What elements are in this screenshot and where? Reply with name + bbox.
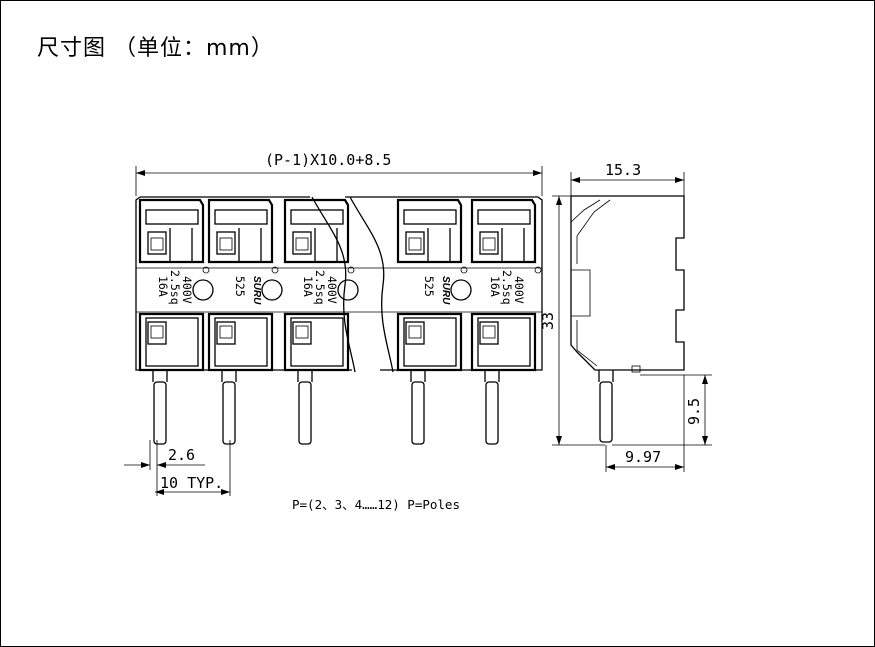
screw-window (479, 231, 499, 255)
terminal-lower-cell (138, 312, 205, 372)
pin-offset-dimension: 9.97 (605, 375, 685, 472)
terminal-top-slot (290, 209, 344, 225)
height-label: 33 (539, 312, 557, 330)
solder-pin (298, 381, 312, 445)
screw-head (150, 237, 164, 251)
rating-current: 16A (156, 276, 170, 297)
terminal-lower-cell (283, 312, 350, 372)
screw-window (479, 321, 499, 345)
pin-width-label: 2.6 (168, 446, 195, 464)
mounting-hole (261, 279, 283, 301)
terminal-lower-slot (477, 317, 531, 367)
screw-head (219, 325, 233, 339)
terminal-top-slot (477, 209, 531, 225)
terminal-lower-slot (403, 317, 457, 367)
terminal-lower-slot (145, 317, 199, 367)
screw-window (292, 231, 312, 255)
rating-wire-size: 2.5sq (168, 270, 182, 305)
rating-voltage: 400V (325, 276, 339, 304)
screw-window (216, 231, 236, 255)
terminal-lower-slot (290, 317, 344, 367)
terminal-upper-cell (207, 198, 274, 264)
pitch-label: 10 TYP. (160, 474, 223, 492)
solder-pin (485, 381, 499, 445)
side-depth-dimension: 15.3 (570, 161, 685, 196)
mounting-hole (450, 279, 472, 301)
pitch-dimension: 10 TYP. (155, 440, 231, 496)
brand-logo-text: SURU (251, 276, 262, 305)
break-line-2 (349, 196, 394, 373)
terminal-upper-cell (138, 198, 205, 264)
side-view (570, 195, 685, 443)
pin-offset-label: 9.97 (625, 448, 661, 466)
screw-window (216, 321, 236, 345)
terminal-top-slot (214, 209, 268, 225)
pin-width-dimension: 2.6 (124, 440, 205, 496)
rating-current: 16A (488, 276, 502, 297)
rating-wire-size: 2.5sq (500, 270, 514, 305)
screw-head (295, 325, 309, 339)
rating-voltage: 400V (512, 276, 526, 304)
terminal-upper-cell (470, 198, 537, 264)
screw-window (147, 231, 167, 255)
solder-pin (222, 381, 236, 445)
rating-voltage: 400V (180, 276, 194, 304)
terminal-top-slot (403, 209, 457, 225)
drawing-title: 尺寸图 （单位：mm） (37, 36, 274, 61)
screw-head (408, 237, 422, 251)
mounting-hole (192, 279, 214, 301)
rating-current: 16A (301, 276, 315, 297)
model-number: 525 (422, 276, 436, 297)
screw-window (292, 321, 312, 345)
screw-head (408, 325, 422, 339)
height-dimension: 33 (539, 195, 605, 446)
screw-head (219, 237, 233, 251)
screw-window (405, 321, 425, 345)
terminal-lower-cell (470, 312, 537, 372)
terminal-top-slot (145, 209, 199, 225)
screw-head (295, 237, 309, 251)
solder-pin (411, 381, 425, 445)
screw-head (482, 237, 496, 251)
rating-wire-size: 2.5sq (313, 270, 327, 305)
total-width-label: (P-1)X10.0+8.5 (265, 151, 391, 169)
poles-note: P=(2、3、4……12) P=Poles (292, 497, 460, 512)
break-line (311, 196, 356, 373)
terminal-lower-cell (396, 312, 463, 372)
solder-pin (153, 381, 167, 445)
pin-length-label: 9.5 (685, 398, 703, 425)
screw-window (405, 231, 425, 255)
side-depth-label: 15.3 (605, 161, 641, 179)
terminal-upper-cell (396, 198, 463, 264)
total-width-dimension: (P-1)X10.0+8.5 (135, 151, 543, 196)
screw-head (482, 325, 496, 339)
pin-length-dimension: 9.5 (612, 374, 712, 446)
terminal-lower-slot (214, 317, 268, 367)
mounting-hole (337, 279, 359, 301)
screw-head (150, 325, 164, 339)
terminal-upper-cell (283, 198, 350, 264)
brand-logo-text: SURU (440, 276, 451, 305)
model-number: 525 (233, 276, 247, 297)
terminal-lower-cell (207, 312, 274, 372)
screw-window (147, 321, 167, 345)
